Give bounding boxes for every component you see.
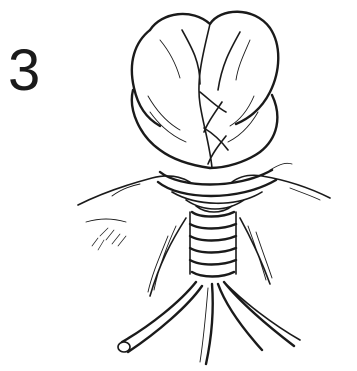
hair-tufts: [92, 218, 272, 296]
cord-ends: [118, 282, 300, 364]
wrap-band: [158, 163, 292, 212]
braid-loop: [132, 12, 278, 168]
coil-wraps: [190, 212, 236, 277]
